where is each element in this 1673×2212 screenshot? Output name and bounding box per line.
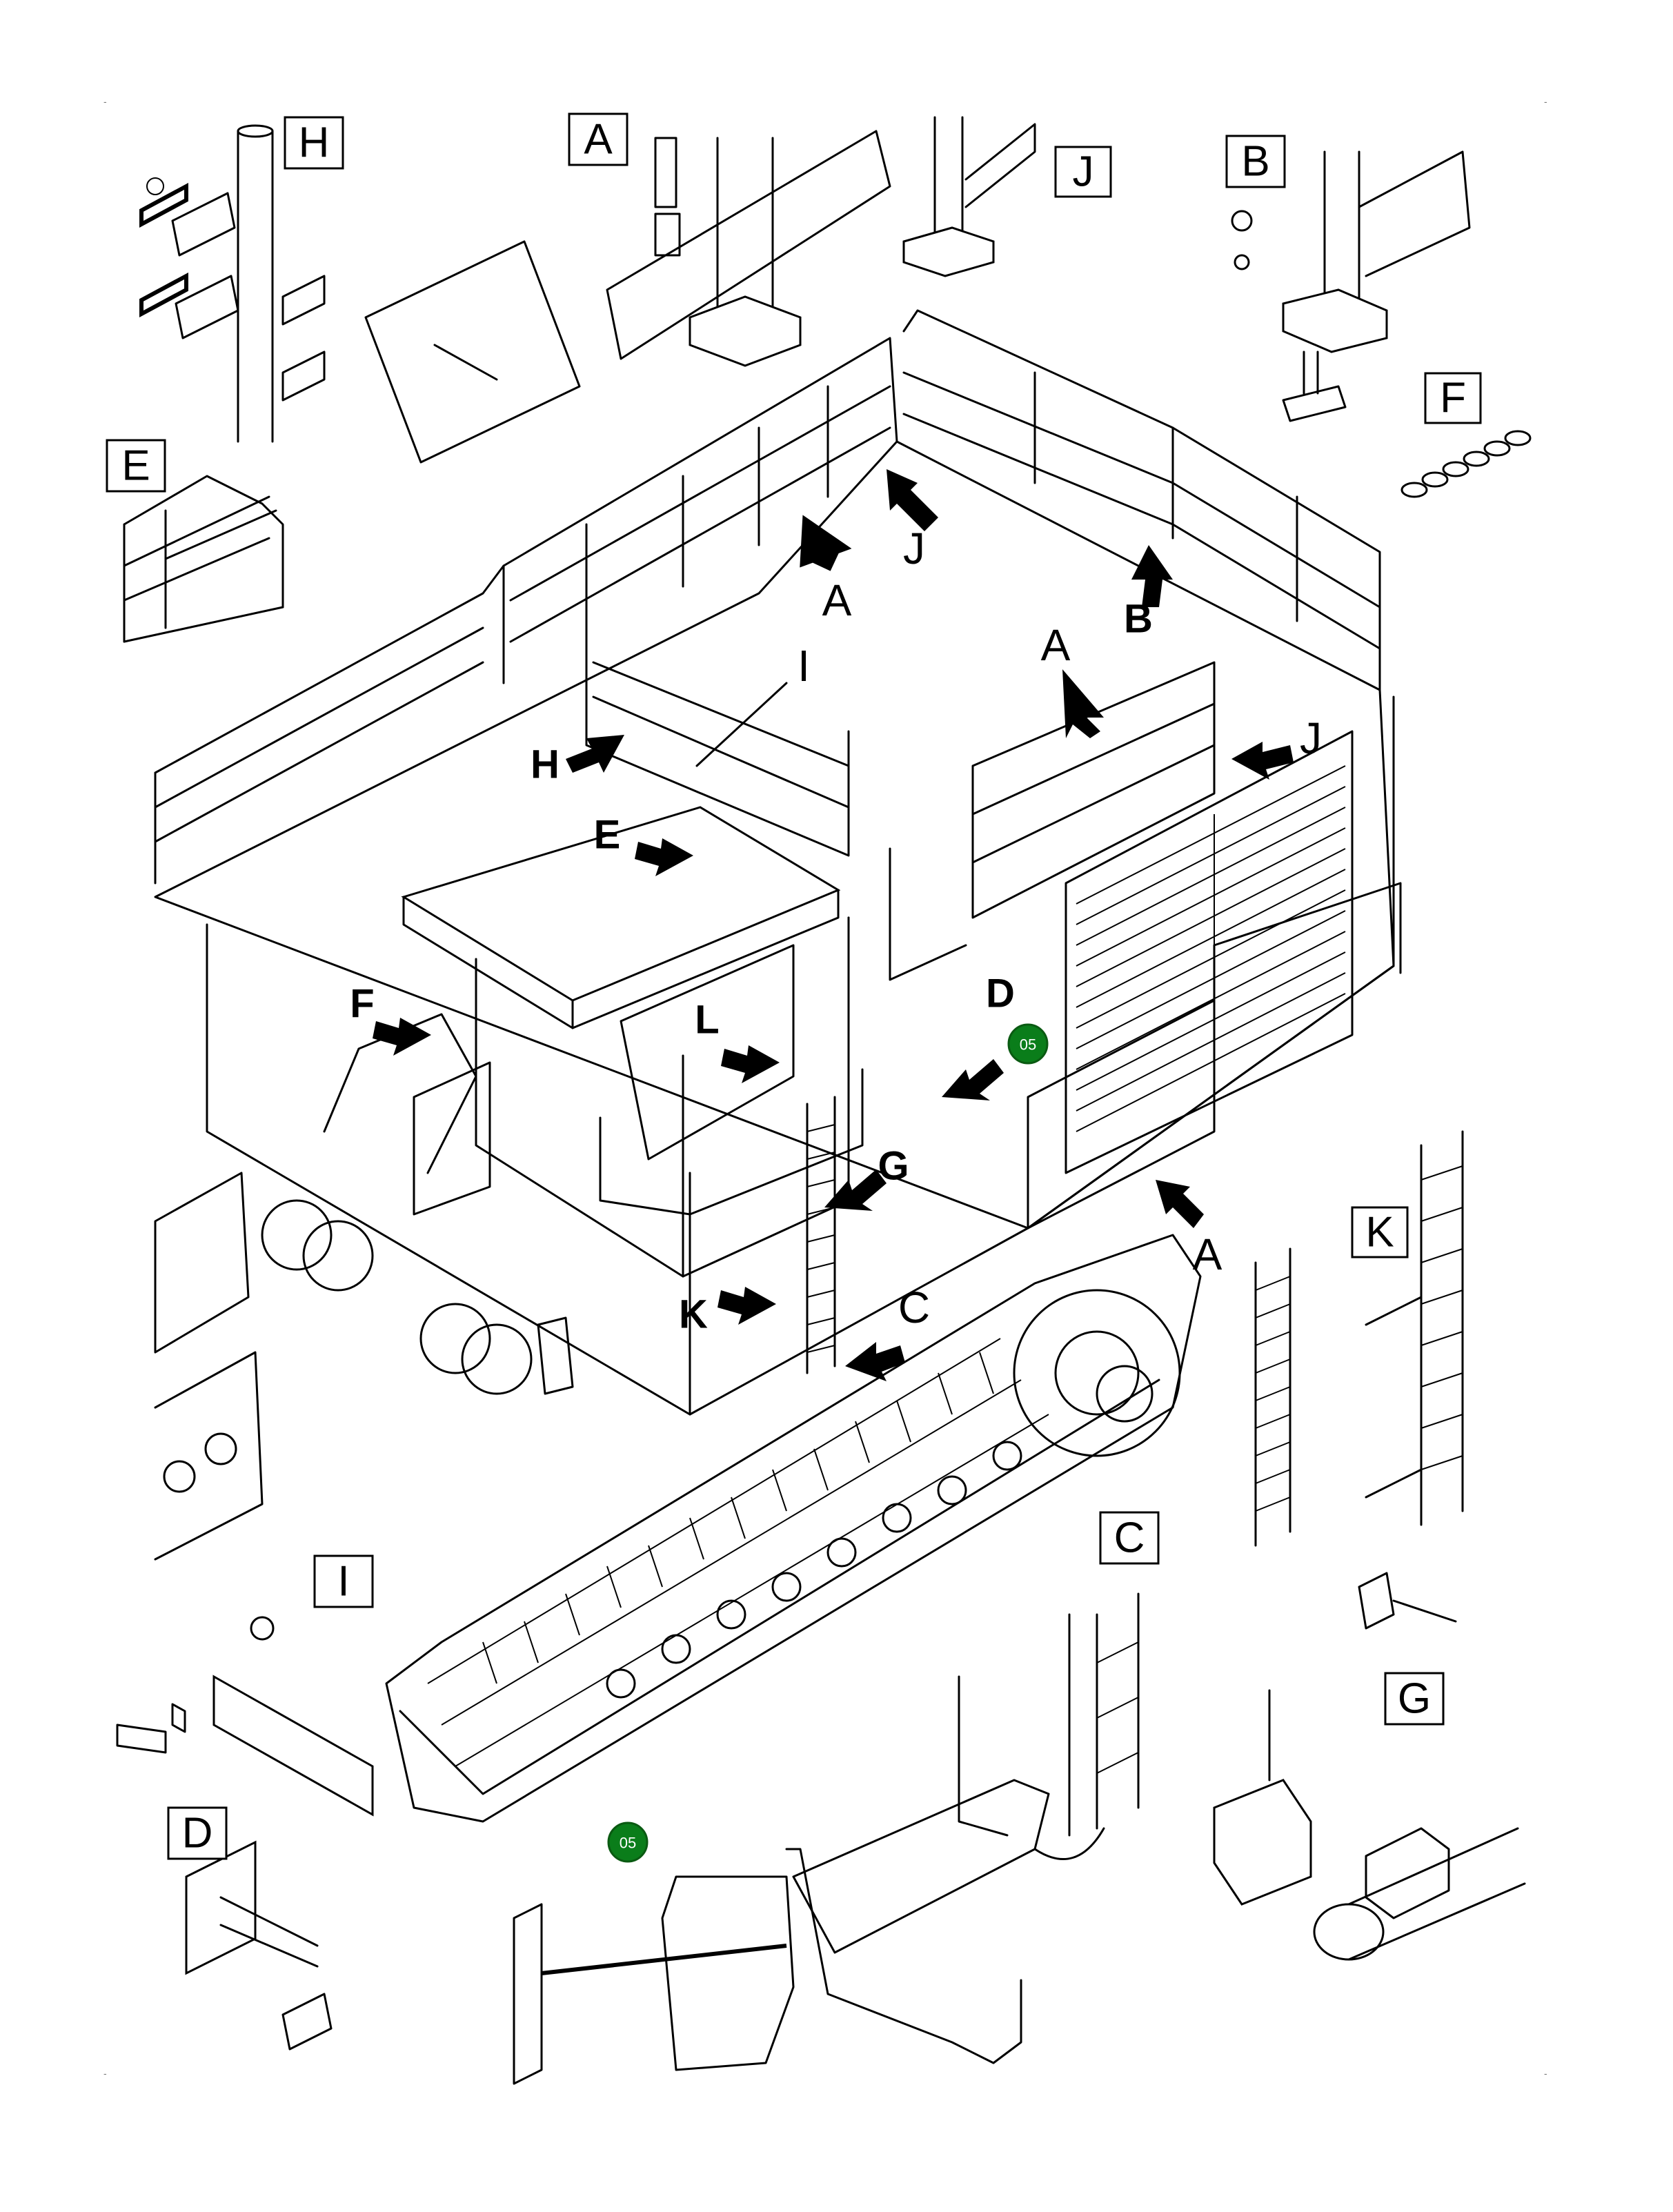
detail-j (902, 116, 1036, 277)
detail-label-c: C (1099, 1511, 1160, 1565)
crawler-tracks (154, 1013, 1202, 1823)
main-ladder (806, 1096, 836, 1374)
badge-05-upper[interactable]: 05 (1007, 1023, 1049, 1065)
callout-arrow-l-mid (721, 1045, 780, 1083)
corner-mark-bl: - (103, 2068, 107, 2079)
upper-railings (154, 309, 1402, 1216)
detail-label-h: H (284, 116, 344, 170)
callout-text-c-mid: C (898, 1283, 930, 1332)
detail-k (1358, 1130, 1464, 1630)
detail-label-b: B (1225, 135, 1286, 188)
callout-text-i-mid: I (798, 641, 810, 691)
detail-label-e: E (106, 439, 166, 493)
detail-label-i-text: I (337, 1558, 349, 1606)
detail-label-g: G (1384, 1672, 1445, 1726)
callout-text-j-right: J (1300, 713, 1322, 763)
callout-g-mid: G (824, 1144, 909, 1211)
callout-text-f-mid: F (350, 982, 374, 1027)
callout-arrow-b-top (1131, 545, 1173, 607)
detail-label-j-text: J (1073, 148, 1094, 196)
callout-f-mid: F (350, 982, 431, 1056)
callout-j-top: J (887, 469, 938, 573)
callout-text-k-mid: K (679, 1292, 708, 1337)
callout-text-e-mid: E (594, 813, 621, 858)
machine-body (154, 440, 1395, 1416)
detail-label-f-text: F (1440, 375, 1466, 422)
detail-d (185, 1840, 333, 2051)
detail-e (123, 475, 284, 643)
detail-label-d: D (167, 1806, 228, 1860)
callout-k-mid: K (679, 1287, 776, 1337)
callout-arrow-j-right (1231, 742, 1294, 780)
corner-mark-br: - (1544, 2068, 1547, 2079)
badge-05-upper-text: 05 (1020, 1036, 1036, 1054)
detail-i (116, 1616, 374, 1817)
detail-b (1231, 150, 1471, 422)
callout-a-mid: A (1041, 620, 1104, 738)
detail-label-k-text: K (1365, 1209, 1394, 1256)
callout-text-j-top: J (903, 524, 925, 573)
detail-label-h-text: H (299, 119, 330, 167)
detail-label-f: F (1424, 372, 1482, 424)
callout-e-mid: E (594, 813, 693, 876)
engine-louvers (1065, 730, 1354, 1174)
detail-label-b-text: B (1241, 138, 1269, 186)
callout-l-mid: L (695, 998, 780, 1083)
detail-label-j: J (1054, 146, 1112, 198)
detail-label-k: K (1351, 1206, 1409, 1258)
callout-arrow-d-mid (942, 1059, 1004, 1100)
callout-arrow-f-mid (373, 1018, 431, 1056)
callout-arrow-g-mid (824, 1169, 887, 1211)
detail-g (1213, 1689, 1526, 1961)
corner-mark-tr: - (1544, 96, 1547, 107)
callout-arrow-a-top (800, 515, 852, 571)
callout-arrow-c-mid (845, 1342, 905, 1381)
callout-arrow-j-top (887, 469, 938, 531)
callout-a-low: A (1156, 1180, 1222, 1279)
callout-text-a-top: A (822, 575, 852, 625)
callout-arrow-a-mid (1062, 669, 1104, 738)
detail-label-c-text: C (1114, 1514, 1145, 1562)
callout-i-mid: I (695, 641, 810, 767)
callout-arrow-k-mid (717, 1287, 776, 1325)
rope-ladder (1254, 1247, 1291, 1547)
callout-a-top: A (800, 515, 852, 625)
detail-f (1400, 430, 1532, 498)
detail-label-a: A (568, 112, 628, 166)
detail-label-d-text: D (182, 1810, 213, 1857)
callout-c-mid: C (845, 1283, 930, 1381)
badge-05-lower[interactable]: 05 (607, 1821, 649, 1863)
callout-d-mid: D (942, 971, 1015, 1100)
callout-text-a-mid: A (1041, 620, 1071, 670)
detail-label-e-text: E (121, 442, 150, 490)
corner-mark-tl: - (103, 96, 107, 107)
badge-05-lower-text: 05 (620, 1835, 636, 1852)
callout-text-d-mid: D (986, 971, 1015, 1016)
callout-arrow-h-mid (566, 735, 624, 773)
detail-label-i: I (313, 1554, 374, 1608)
callout-arrow-a-low (1156, 1180, 1204, 1228)
callout-b-top: B (1124, 545, 1173, 642)
detail-label-a-text: A (584, 116, 613, 164)
detail-05-bracket (513, 1875, 795, 2085)
callout-text-a-low: A (1193, 1230, 1222, 1279)
callout-text-l-mid: L (695, 998, 719, 1043)
callout-j-right: J (1231, 713, 1322, 780)
detail-a (606, 130, 891, 367)
detail-label-g-text: G (1398, 1675, 1431, 1723)
detail-h (139, 124, 581, 464)
callout-text-g-mid: G (878, 1144, 909, 1189)
callout-text-b-top: B (1124, 597, 1153, 642)
callout-h-mid: H (531, 735, 624, 787)
detail-c (785, 1592, 1140, 2064)
callout-text-h-mid: H (531, 742, 560, 787)
callout-arrow-e-mid (635, 838, 693, 876)
